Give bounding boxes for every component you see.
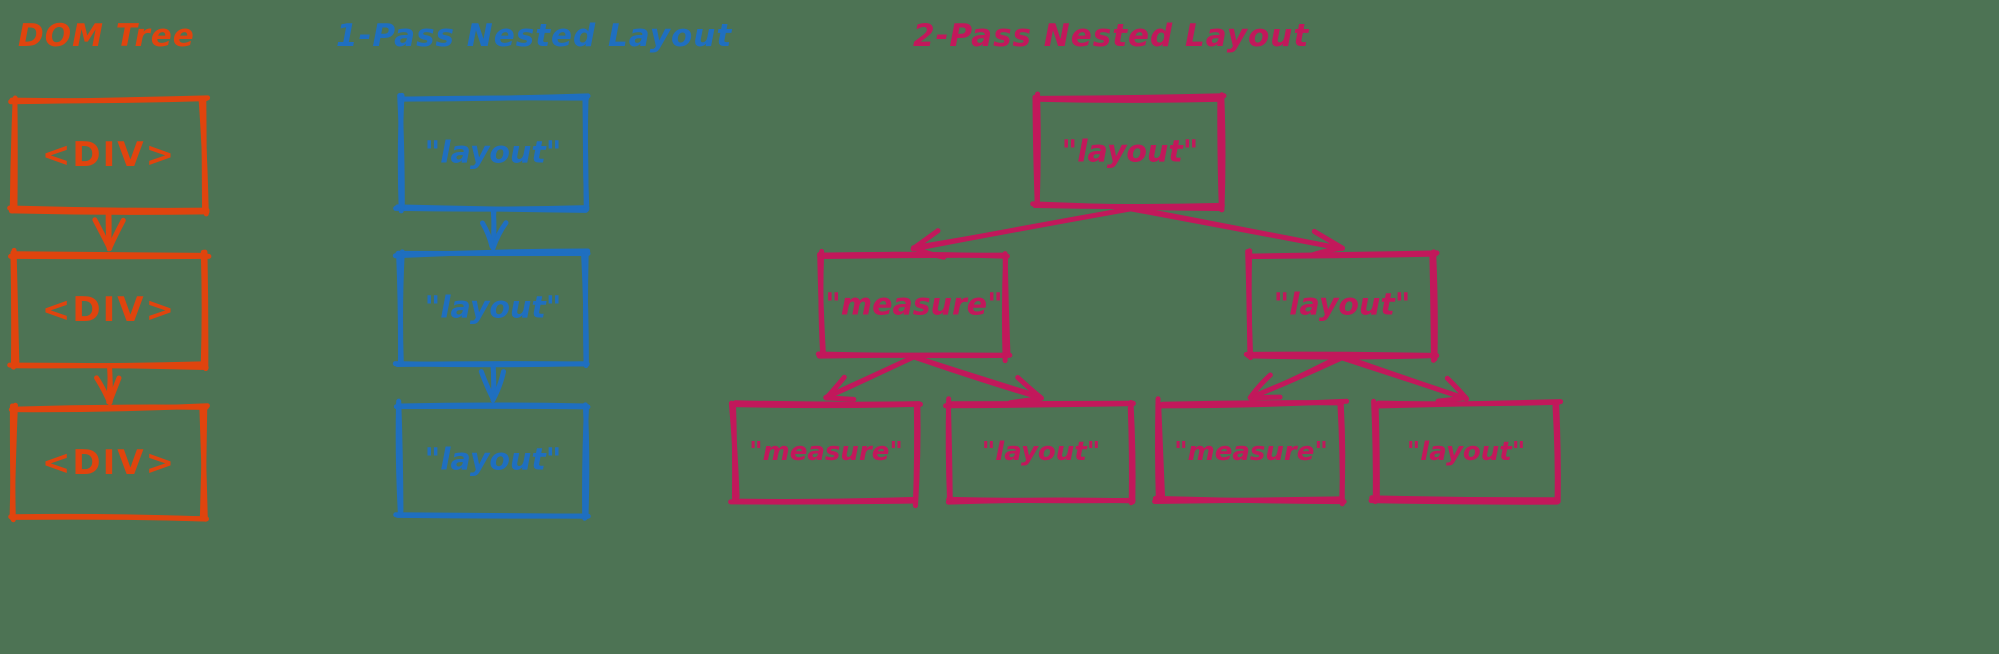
node-dom-node-2[interactable] [7,247,212,372]
heading-two-pass-nested-layout: 2-Pass Nested Layout [913,18,1310,54]
node-label-pass2-leaf-2: "layout" [981,437,1101,467]
node-pass1-node-1[interactable] [393,92,591,214]
group-one-pass-nested-layout [392,92,591,521]
edge-pass2-mid-left-to-pass2-leaf-1 [823,354,916,402]
node-label-pass1-node-1: "layout" [424,135,562,171]
node-pass2-mid-right[interactable] [1243,248,1440,363]
edge-pass2-mid-right-to-pass2-leaf-3 [1247,352,1345,401]
node-label-pass1-node-3: "layout" [424,442,562,478]
node-pass1-node-3[interactable] [393,398,591,521]
edge-pass2-mid-left-to-pass2-leaf-2 [912,354,1044,406]
node-pass2-root[interactable] [1030,91,1227,213]
node-label-dom-node-2: <DIV> [41,290,177,330]
edge-pass1-node-1-to-pass1-node-2 [479,207,509,251]
node-label-dom-node-3: <DIV> [41,443,177,483]
node-pass1-node-2[interactable] [392,248,591,369]
edge-pass2-mid-right-to-pass2-leaf-4 [1338,353,1470,404]
node-pass2-leaf-2[interactable] [943,396,1136,506]
heading-one-pass-nested-layout: 1-Pass Nested Layout [336,18,733,54]
node-label-pass2-leaf-1: "measure" [749,437,903,467]
node-pass2-mid-left[interactable] [815,248,1013,364]
node-pass2-leaf-1[interactable] [728,400,923,509]
group-two-pass-nested-layout [728,91,1564,509]
node-dom-node-1[interactable] [7,95,211,217]
group-dom-tree [7,95,212,523]
edge-dom-node-1-to-dom-node-2 [92,209,126,252]
node-label-dom-node-1: <DIV> [41,135,177,175]
node-label-pass2-root: "layout" [1061,134,1199,170]
node-pass2-leaf-4[interactable] [1368,398,1564,505]
edge-pass2-root-to-pass2-mid-right [1126,205,1346,259]
edge-pass1-node-2-to-pass1-node-3 [478,361,507,403]
edge-dom-node-2-to-dom-node-3 [94,363,122,406]
heading-dom-tree: DOM Tree [18,18,195,54]
node-dom-node-3[interactable] [8,402,210,523]
edge-pass2-root-to-pass2-mid-left [910,206,1133,260]
node-label-pass1-node-2: "layout" [424,290,562,326]
node-label-pass2-leaf-3: "measure" [1174,437,1328,467]
node-pass2-leaf-3[interactable] [1152,396,1350,507]
node-label-pass2-mid-left: "measure" [825,287,1003,323]
node-label-pass2-mid-right: "layout" [1273,287,1411,323]
node-label-pass2-leaf-4: "layout" [1406,437,1526,467]
